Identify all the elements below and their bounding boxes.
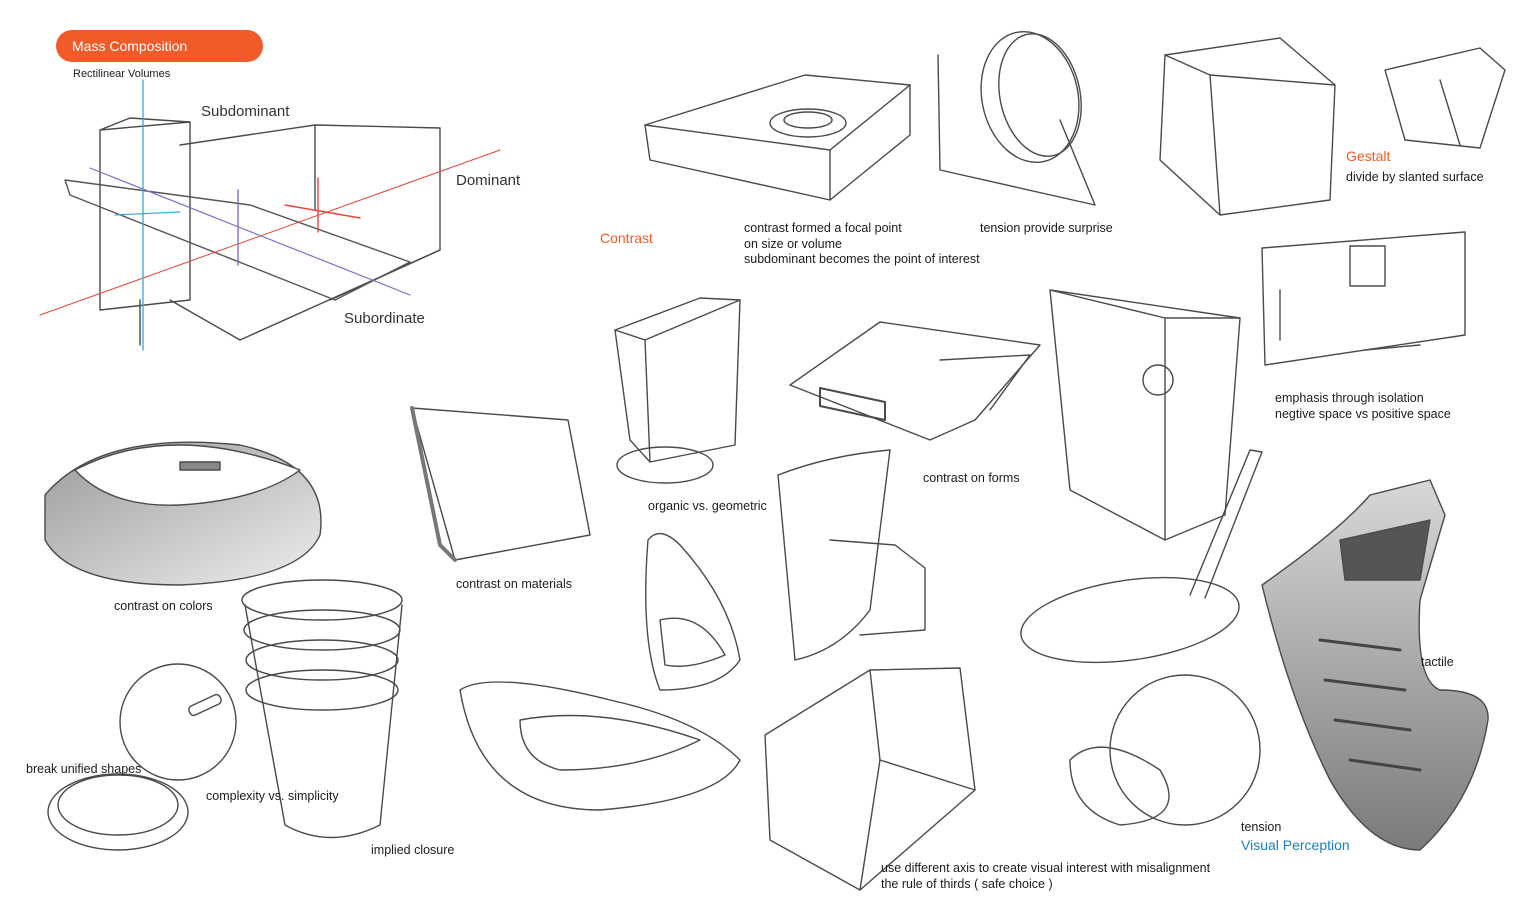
tension-disk-sketch bbox=[937, 30, 1096, 206]
colors-pod-sketch bbox=[44, 441, 322, 586]
isolation-note-line1: emphasis through isolation bbox=[1275, 391, 1424, 405]
focal-note-line1: contrast formed a focal point bbox=[744, 221, 902, 235]
axis-note-line1: use different axis to create visual inte… bbox=[881, 861, 1211, 875]
isolation-box-sketch bbox=[1261, 231, 1466, 366]
mass-composition-sketch bbox=[39, 79, 501, 351]
cylinder-box-sketch bbox=[777, 449, 926, 661]
simplicity-sketch bbox=[47, 663, 237, 851]
tension-surprise-note: tension provide surprise bbox=[980, 221, 1113, 235]
plate-stick-sketch bbox=[1020, 449, 1263, 664]
tactile-grip-sketch bbox=[1261, 479, 1489, 851]
forms-sketch bbox=[789, 321, 1041, 441]
contrast-heading: Contrast bbox=[600, 230, 653, 246]
axis-note-line2: the rule of thirds ( safe choice ) bbox=[881, 877, 1053, 891]
layered-cup-sketch bbox=[241, 579, 403, 839]
subordinate-label: Subordinate bbox=[344, 310, 425, 327]
visual-perception-heading: Visual Perception bbox=[1241, 837, 1350, 853]
gestalt-cube-sketch bbox=[1159, 37, 1506, 216]
organic-geometric-note: organic vs. geometric bbox=[648, 499, 767, 513]
contrast-colors-note: contrast on colors bbox=[114, 599, 213, 613]
focal-point-sketch bbox=[644, 74, 911, 201]
tension-note: tension bbox=[1241, 820, 1282, 834]
gestalt-heading: Gestalt bbox=[1346, 148, 1391, 164]
tactile-note: tactile bbox=[1421, 655, 1454, 669]
rectilinear-volumes-subtitle: Rectilinear Volumes bbox=[73, 68, 171, 80]
organic-geometric-sketch bbox=[614, 297, 741, 484]
dominant-label: Dominant bbox=[456, 172, 521, 189]
mass-composition-title: Mass Composition bbox=[56, 30, 263, 62]
complexity-note: complexity vs. simplicity bbox=[206, 789, 339, 803]
slanted-surface-note: divide by slanted surface bbox=[1346, 170, 1484, 184]
contrast-forms-note: contrast on forms bbox=[923, 471, 1020, 485]
materials-sketch bbox=[410, 406, 591, 562]
contrast-materials-note: contrast on materials bbox=[456, 577, 573, 591]
knob-box-sketch bbox=[1049, 289, 1241, 541]
focal-note-line2: on size or volume bbox=[744, 237, 842, 251]
focal-note-line3: subdominant becomes the point of interes… bbox=[744, 252, 980, 266]
triangle-forms-sketch bbox=[459, 532, 741, 811]
axis-box-sketch bbox=[764, 667, 976, 891]
subdominant-label: Subdominant bbox=[201, 103, 290, 120]
isolation-note-line2: negtive space vs positive space bbox=[1275, 407, 1451, 421]
break-shapes-note: break unified shapes bbox=[26, 762, 142, 776]
tension-sphere-sketch bbox=[1069, 674, 1261, 826]
implied-closure-note: implied closure bbox=[371, 843, 455, 857]
